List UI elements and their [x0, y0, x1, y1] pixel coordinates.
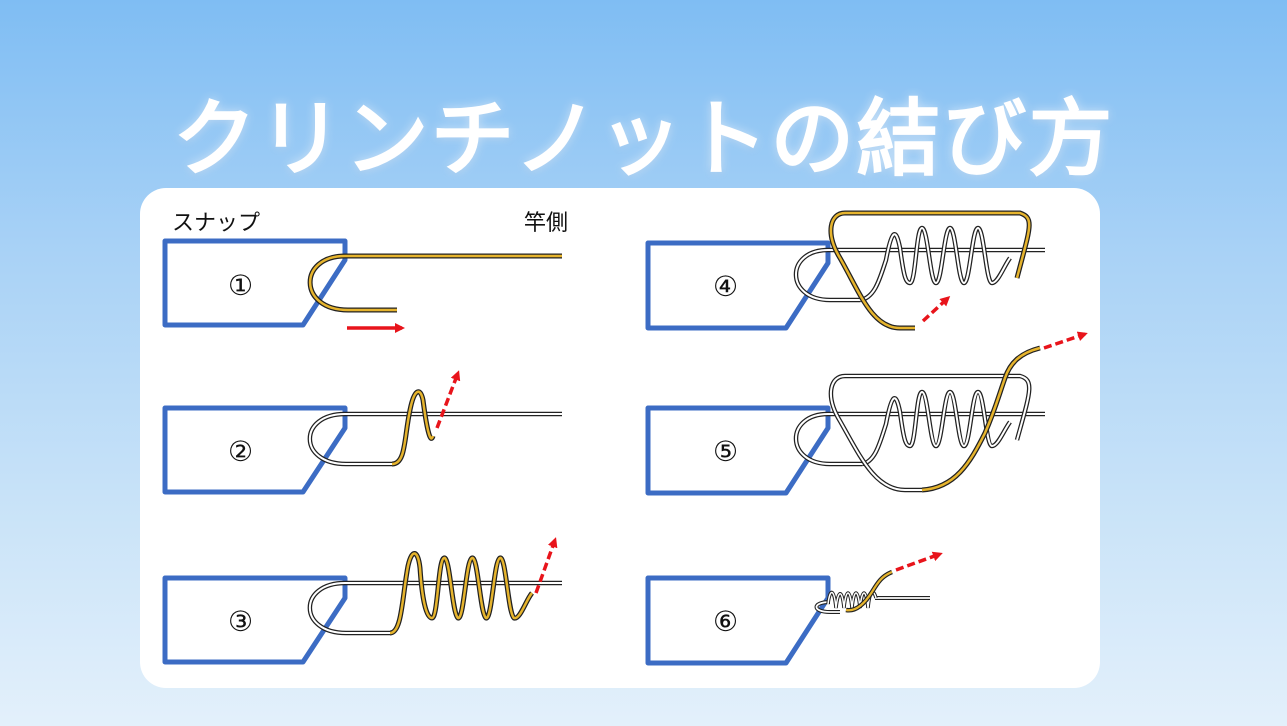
- line-yellow: [829, 211, 1031, 330]
- line-yellow: [391, 390, 435, 466]
- line-outline: [307, 253, 397, 313]
- line-outline: [307, 411, 392, 467]
- arrow: [921, 295, 951, 323]
- line-yellow: [845, 570, 893, 612]
- line-white: [309, 582, 390, 634]
- clinch-knot-diagram: スナップ 竿側 ① ② ③: [162, 210, 1088, 666]
- rod-side-label: 竿側: [524, 211, 568, 236]
- line-white: [815, 601, 840, 613]
- page-title: クリンチノットの結び方: [172, 90, 1115, 188]
- line-yellow: [921, 346, 1041, 492]
- step-number: ①: [228, 269, 253, 302]
- snap-outline: [645, 575, 831, 666]
- step-number: ⑥: [713, 605, 738, 638]
- snap-label: スナップ: [172, 211, 260, 236]
- step-number: ④: [713, 270, 738, 303]
- line-white: [309, 413, 392, 465]
- step-3: ③: [162, 537, 562, 665]
- line-white: [829, 375, 1031, 491]
- arrow: [1043, 331, 1088, 350]
- step-6: ⑥: [645, 551, 943, 666]
- diagram-panel: スナップ 竿側 ① ② ③: [140, 188, 1100, 688]
- line-white: [861, 390, 1011, 465]
- step-1: ①: [162, 238, 562, 333]
- snap-outline: [162, 238, 348, 328]
- line-outline: [859, 225, 1012, 303]
- line-white: [859, 226, 1011, 301]
- step-4: ④: [645, 210, 1045, 331]
- arrow: [895, 551, 943, 572]
- line-outline: [307, 580, 390, 636]
- line-white: [795, 413, 862, 465]
- line-white: [795, 249, 860, 301]
- step-5: ⑤: [645, 331, 1088, 496]
- step-number: ⑤: [713, 435, 738, 468]
- arrow: [534, 537, 558, 594]
- line-outline: [389, 551, 535, 636]
- step-number: ②: [228, 435, 253, 468]
- step-2: ②: [162, 370, 562, 495]
- line-yellow: [389, 552, 534, 635]
- line-yellow: [309, 254, 397, 312]
- arrow: [435, 370, 461, 429]
- step-number: ③: [228, 605, 253, 638]
